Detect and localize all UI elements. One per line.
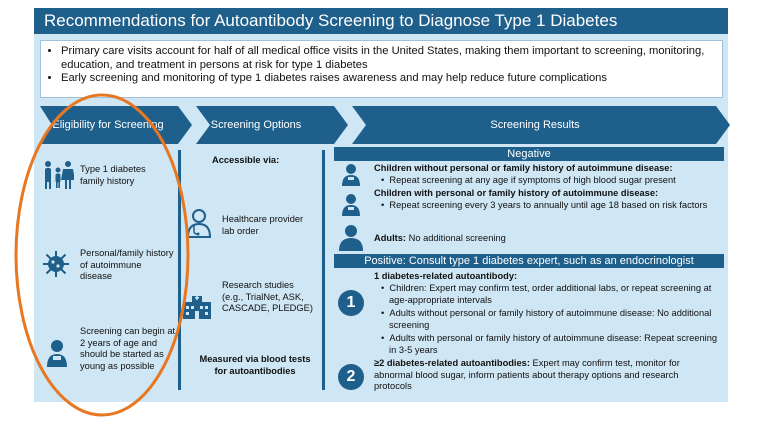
options-header: Screening Options	[210, 118, 302, 131]
two-autoantibody-badge: 2	[338, 364, 364, 390]
virus-icon	[43, 251, 69, 277]
adults-label: Adults:	[374, 233, 407, 243]
one-autoantibody-badge: 1	[338, 290, 364, 316]
option-research-studies: Research studies (e.g., TrialNet, ASK, C…	[222, 280, 313, 313]
negative-child-history-title: Children with personal or family history…	[374, 188, 659, 198]
results-header: Screening Results	[490, 118, 580, 131]
page-title: Recommendations for Autoantibody Screeni…	[34, 8, 728, 34]
bullet-text: Adults without personal or family histor…	[389, 308, 712, 330]
building-icon	[183, 296, 211, 319]
negative-child-no-history-title: Children without personal or family hist…	[374, 163, 673, 173]
column-separator	[322, 150, 325, 390]
negative-child-history-bullet: • Repeat screening every 3 years to annu…	[381, 200, 708, 210]
positive-one-bullet: • Adults without personal or family hist…	[381, 308, 712, 330]
intro-bullet: Primary care visits account for half of …	[61, 45, 714, 72]
eligibility-age-text: Screening can begin at 2 years of age an…	[80, 326, 176, 371]
negative-header: Negative	[334, 147, 724, 161]
positive-one-bullet: • Adults with personal or family history…	[381, 333, 718, 355]
adults-text: No additional screening	[408, 233, 506, 243]
measured-via-text: Measured via blood tests for autoantibod…	[199, 354, 311, 376]
positive-two-text: ≥2 diabetes-related autoantibodies: Expe…	[374, 358, 714, 393]
bullet-text: Repeat screening at any age if symptoms …	[389, 175, 676, 185]
positive-two-title: ≥2 diabetes-related autoantibodies:	[374, 358, 530, 368]
intro-bullet: Early screening and monitoring of type 1…	[61, 72, 714, 86]
child-icon	[47, 340, 67, 367]
eligibility-header: Eligibility for Screening	[52, 118, 164, 131]
option-lab-order: Healthcare provider lab order	[222, 214, 304, 236]
child-person-icon	[342, 164, 360, 186]
bullet-text: Repeat screening every 3 years to annual…	[389, 200, 708, 210]
child-person-icon	[342, 194, 360, 216]
positive-one-title: 1 diabetes-related autoantibody:	[374, 271, 518, 281]
positive-header: Positive: Consult type 1 diabetes expert…	[334, 254, 724, 268]
accessible-via-label: Accessible via:	[212, 155, 280, 165]
eligibility-family-text: Type 1 diabetes family history	[80, 164, 146, 186]
family-icon	[45, 161, 74, 189]
negative-adults-line: Adults: No additional screening	[374, 233, 714, 245]
positive-one-bullet: • Children: Expert may confirm test, ord…	[381, 283, 712, 305]
column-separator	[178, 150, 181, 390]
bullet-text: Children: Expert may confirm test, order…	[389, 283, 712, 305]
positive-two-body: Expert may confirm test, monitor for abn…	[374, 358, 680, 391]
bullet-text: Adults with personal or family history o…	[389, 333, 718, 355]
eligibility-autoimmune-text: Personal/family history of autoimmune di…	[80, 248, 174, 281]
negative-child-no-history-bullet: • Repeat screening at any age if symptom…	[381, 175, 676, 185]
doctor-icon	[186, 209, 212, 238]
adult-person-icon	[339, 225, 363, 251]
intro-box: Primary care visits account for half of …	[40, 40, 723, 98]
